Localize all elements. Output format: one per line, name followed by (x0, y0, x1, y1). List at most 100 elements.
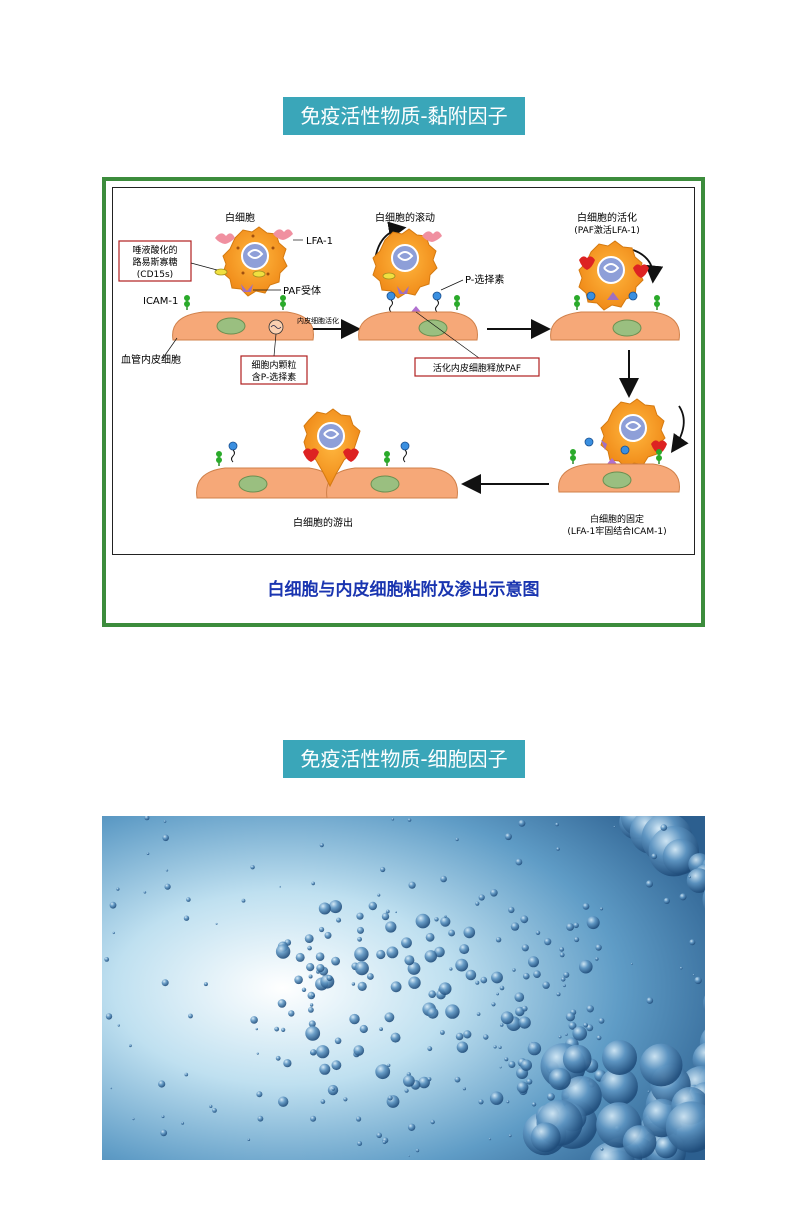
bubble (455, 837, 459, 842)
bubble (463, 1030, 472, 1039)
bubble (523, 972, 530, 980)
bubble (498, 1045, 502, 1049)
bubble (455, 958, 469, 972)
diagram-frame: 白细胞 LFA-1 PAF受体 唾液酸 (102, 177, 705, 627)
bubble (158, 1080, 166, 1088)
bubble (491, 1002, 496, 1007)
bubble (475, 980, 480, 985)
bubble (308, 1007, 314, 1013)
bubble (428, 990, 437, 998)
label-leukocyte: 白细胞 (225, 211, 255, 224)
bubble (368, 901, 377, 911)
label-fixation-sub: (LFA-1牢固结合ICAM-1) (567, 525, 666, 537)
bubble (390, 1032, 401, 1043)
bubble (295, 952, 305, 962)
bubble (689, 939, 696, 946)
bubble (504, 833, 512, 841)
bubble (109, 901, 117, 909)
lfa1-molecule (273, 229, 293, 240)
bubble (463, 926, 476, 939)
bubble (449, 967, 453, 971)
bubble (478, 1099, 484, 1105)
bubble (186, 897, 191, 902)
bubble (247, 1138, 251, 1141)
bubble (112, 931, 115, 935)
bubble (574, 936, 580, 943)
bubble (508, 1134, 512, 1138)
bubble (427, 1046, 433, 1052)
bubble (647, 1090, 650, 1093)
bubble (334, 1037, 342, 1045)
p-selectin-molecule (386, 291, 442, 313)
bubble (146, 852, 150, 855)
bubble (188, 1013, 193, 1019)
bubble (542, 981, 550, 989)
bubble (565, 1012, 575, 1022)
bubble (377, 893, 381, 897)
bubble (556, 992, 561, 997)
bubble (375, 1064, 391, 1080)
bubble (455, 1032, 464, 1041)
bubble (415, 913, 431, 929)
bubble (203, 982, 208, 987)
adhesion-diagram: 白细胞 LFA-1 PAF受体 唾液酸 (118, 211, 689, 537)
bubble (349, 1013, 360, 1025)
bubble (599, 907, 604, 911)
bubble (281, 1027, 286, 1032)
bubble (283, 1059, 292, 1068)
bubble (376, 949, 386, 960)
bubble (250, 1016, 258, 1024)
sialyl-box (118, 240, 192, 282)
bubble (445, 1004, 460, 1019)
bubble (164, 883, 171, 890)
bubble (311, 881, 315, 886)
bubble (403, 1075, 415, 1087)
bubble (110, 1087, 113, 1090)
bubble (599, 1067, 638, 1106)
bubble (694, 976, 702, 985)
label-rolling: 白细胞的滚动 (375, 211, 435, 224)
bubble (555, 822, 559, 827)
bubble (275, 1055, 281, 1061)
bubble (395, 911, 397, 914)
bubble (408, 881, 416, 889)
label-lfa1: LFA-1 (306, 236, 333, 247)
bubble (566, 923, 574, 931)
bubble (556, 847, 560, 851)
bubble (582, 903, 590, 910)
bubble (527, 1041, 542, 1056)
bubble (515, 858, 523, 866)
bubble (562, 1044, 592, 1074)
bubble (531, 1102, 537, 1107)
bubble (160, 1129, 168, 1137)
bubble (307, 945, 312, 951)
bubble (489, 1091, 504, 1105)
bubble (630, 962, 633, 965)
bubble (520, 1059, 532, 1071)
bubble (277, 999, 287, 1008)
bubble (639, 1043, 683, 1087)
diagram-caption: 白细胞与内皮细胞粘附及渗出示意图 (267, 580, 540, 600)
bubble (521, 944, 529, 952)
bubble (129, 1044, 132, 1048)
bubble (600, 1147, 604, 1151)
bubble (318, 902, 331, 915)
label-activation-sub: (PAF激活LFA-1) (574, 224, 640, 236)
bubble (384, 1012, 395, 1023)
bubble (163, 820, 167, 823)
bubble (595, 944, 602, 951)
bubble (559, 946, 565, 952)
bubble-cluster (104, 816, 705, 1160)
bubble (381, 912, 390, 921)
bubble (572, 1026, 587, 1041)
bubble (356, 1116, 362, 1122)
bubble (357, 926, 364, 934)
label-granule-2: 含P-选择素 (252, 371, 296, 383)
bubble (686, 868, 705, 893)
bubble (404, 955, 415, 966)
bubble (646, 997, 654, 1004)
bubble (357, 981, 367, 991)
bubble (478, 894, 485, 901)
leukocyte-cell-3 (578, 240, 644, 311)
bubble (331, 1060, 342, 1071)
